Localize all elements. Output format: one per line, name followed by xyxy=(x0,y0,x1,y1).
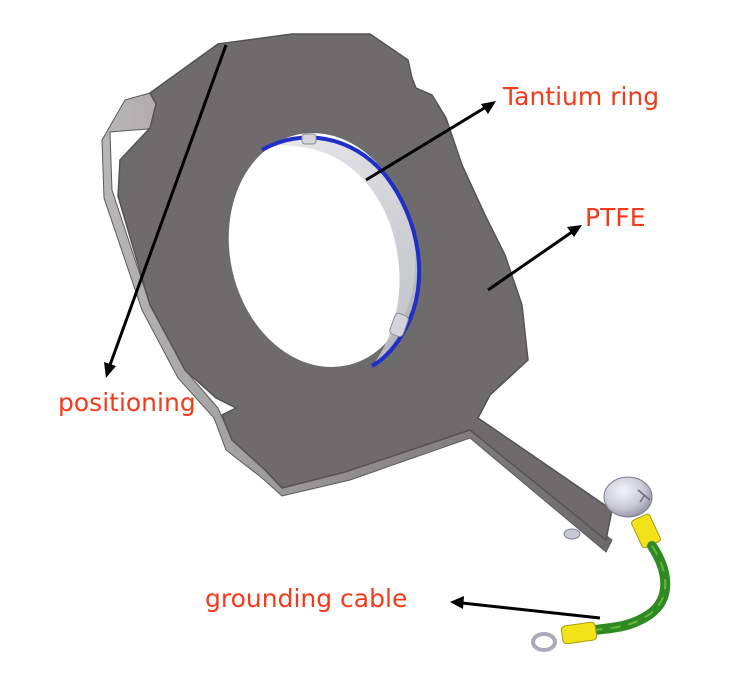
ring-terminal xyxy=(531,632,557,652)
ring-clip-bottom xyxy=(389,312,409,338)
label-grounding-cable: grounding cable xyxy=(205,584,408,613)
screw-head xyxy=(603,476,653,518)
screw-slot xyxy=(637,489,651,503)
label-positioning: positioning xyxy=(58,388,196,417)
bore-wall xyxy=(266,135,420,366)
cable-crimp-bottom xyxy=(560,621,598,645)
arrow-ptfe xyxy=(487,225,582,292)
label-tantium-ring: Tantium ring xyxy=(503,82,660,111)
tantium-ring xyxy=(260,135,422,368)
label-ptfe: PTFE xyxy=(585,203,646,232)
screw-nut xyxy=(563,528,581,540)
cable-crimp-top xyxy=(631,513,661,549)
arrow-positioning xyxy=(104,44,228,378)
bore-hole xyxy=(228,133,416,367)
grounding-cable-wire xyxy=(589,541,671,635)
arrow-tantium-ring xyxy=(365,101,496,182)
arrow-grounding-cable xyxy=(450,596,601,620)
ring-clip-top xyxy=(301,133,317,145)
grounding-cable-stripe xyxy=(593,545,667,631)
